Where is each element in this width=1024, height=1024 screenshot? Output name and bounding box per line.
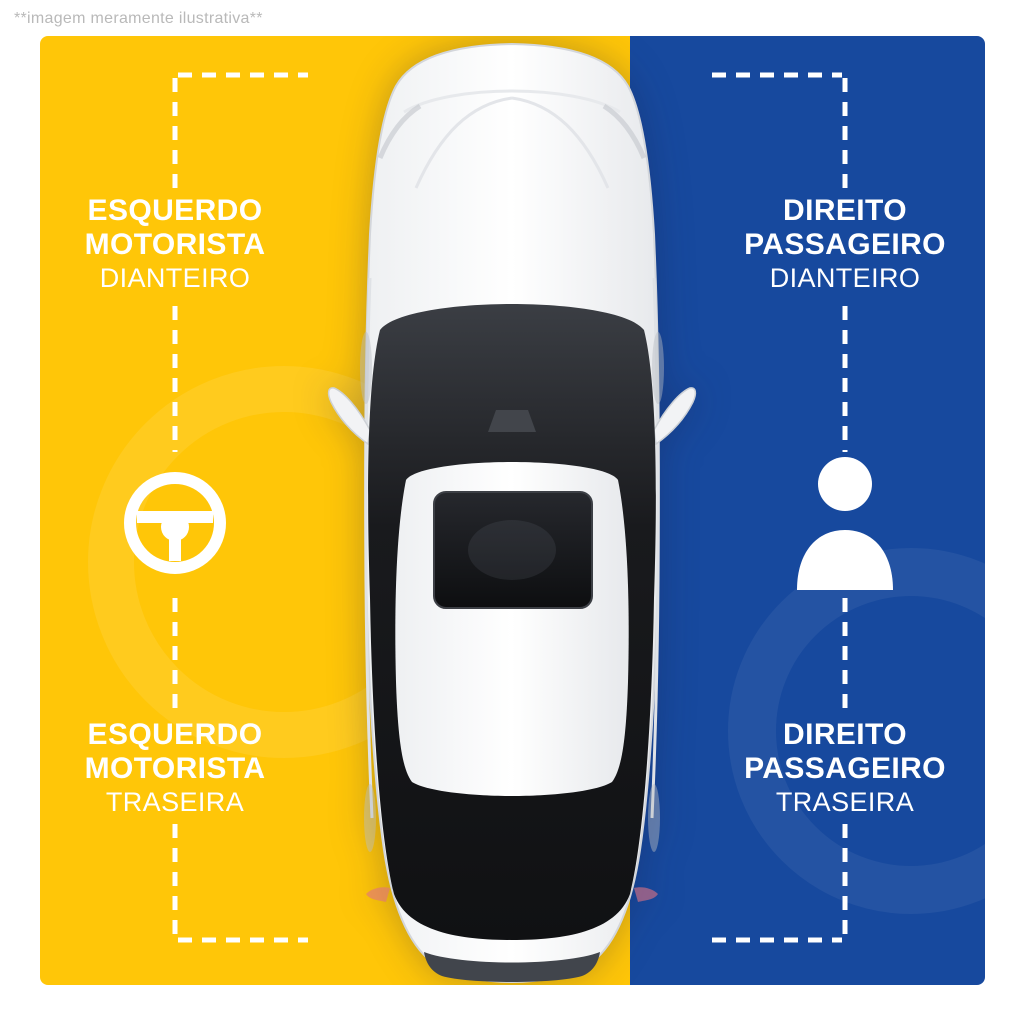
rearview-mirror <box>488 410 536 432</box>
artboard: ESQUERDO MOTORISTA DIANTEIRO DIREITO PAS… <box>40 36 985 985</box>
right-taillight <box>634 887 658 902</box>
label-left-rear: ESQUERDO MOTORISTA TRASEIRA <box>55 718 295 819</box>
label-line: DIANTEIRO <box>769 263 921 293</box>
right-panel-passenger-side <box>630 36 985 985</box>
sunroof <box>433 491 593 609</box>
label-left-front: ESQUERDO MOTORISTA DIANTEIRO <box>55 194 295 295</box>
label-line: ESQUERDO <box>87 718 263 751</box>
label-right-rear: DIREITO PASSAGEIRO TRASEIRA <box>725 718 965 819</box>
steering-wheel-icon <box>124 472 226 574</box>
label-line: DIREITO <box>783 194 907 227</box>
hood-detail-lines <box>364 89 660 819</box>
car-top-view <box>327 42 697 984</box>
label-line: PASSAGEIRO <box>744 752 946 785</box>
label-line: ESQUERDO <box>87 194 263 227</box>
label-line: MOTORISTA <box>84 228 266 261</box>
sunroof-reflection <box>468 520 556 580</box>
label-right-front: DIREITO PASSAGEIRO DIANTEIRO <box>725 194 965 295</box>
label-line: DIREITO <box>783 718 907 751</box>
label-line: TRASEIRA <box>775 787 915 817</box>
passenger-icon <box>797 457 893 590</box>
left-taillight <box>366 887 390 902</box>
label-line: MOTORISTA <box>84 752 266 785</box>
rear-bumper <box>424 952 600 982</box>
right-mirror <box>653 387 697 446</box>
wheel-hints <box>360 332 664 852</box>
label-line: PASSAGEIRO <box>744 228 946 261</box>
label-line: DIANTEIRO <box>99 263 251 293</box>
left-mirror <box>327 387 371 446</box>
label-line: TRASEIRA <box>105 787 245 817</box>
watermark-text: **imagem meramente ilustrativa** <box>14 10 263 27</box>
